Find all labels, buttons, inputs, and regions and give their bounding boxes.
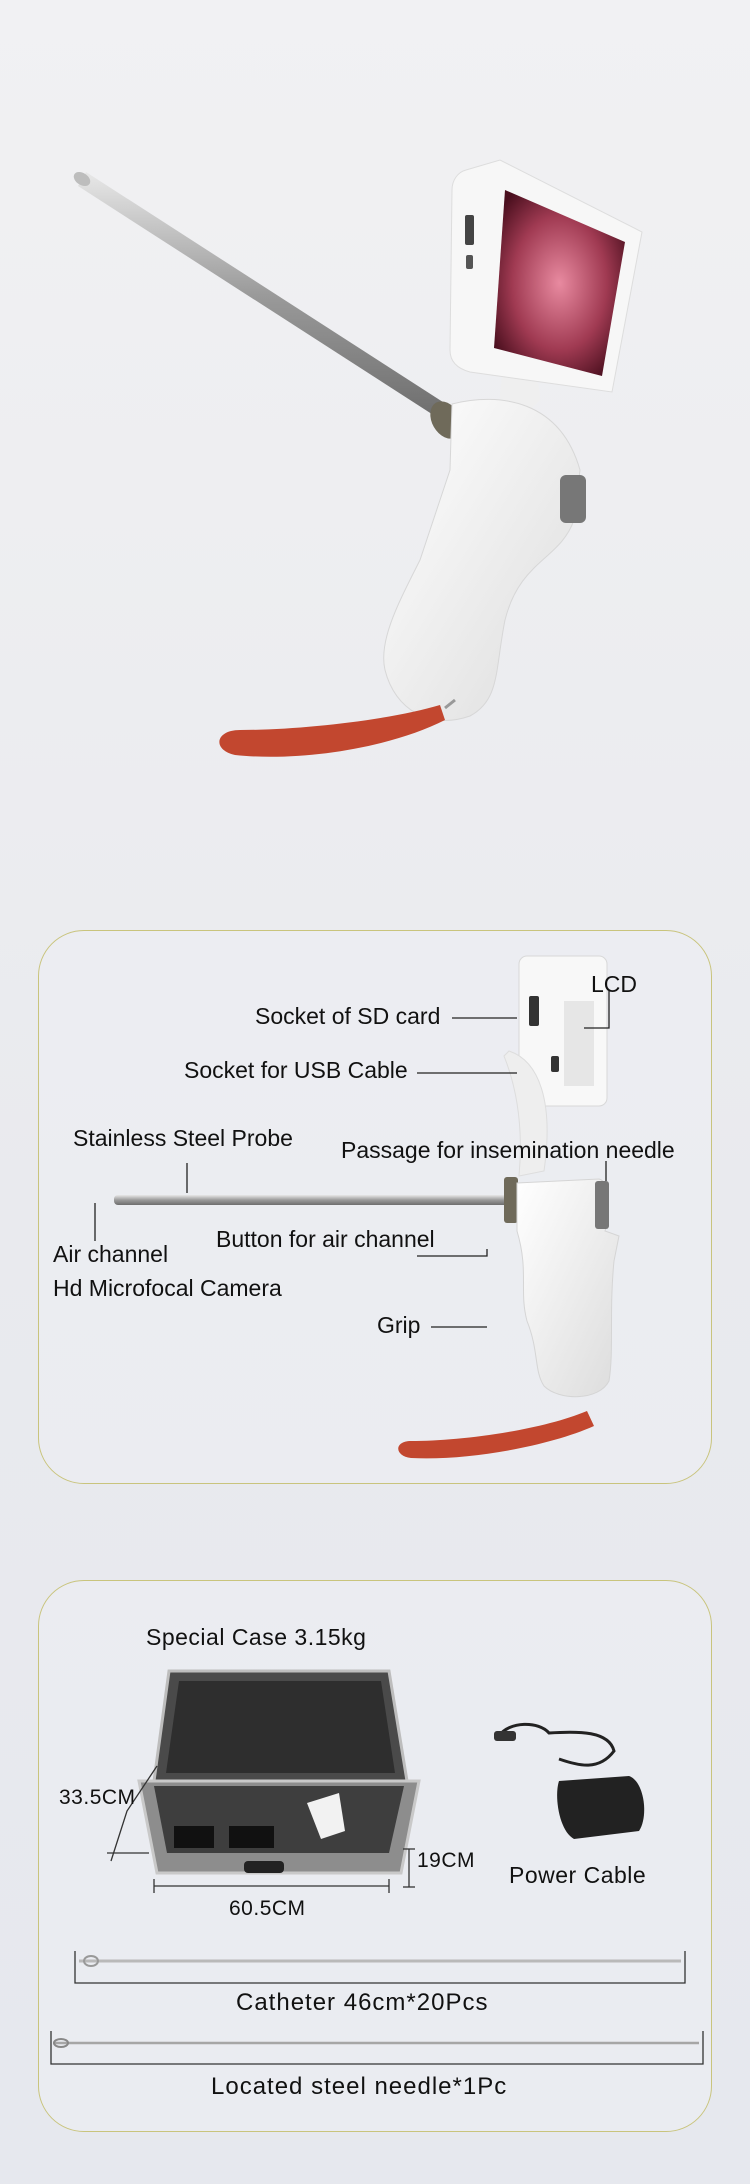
power-adapter-shape xyxy=(494,1722,645,1839)
leader-lines xyxy=(94,991,610,1328)
steel-needle-shape xyxy=(50,2031,704,2065)
lcd-monitor-shape xyxy=(449,159,643,393)
diagram-lcd-shape xyxy=(518,955,608,1107)
label-sd-socket: Socket of SD card xyxy=(255,1003,441,1029)
label-air-button: Button for air channel xyxy=(216,1226,435,1252)
package-contents-illustration xyxy=(50,1669,704,2065)
label-probe: Stainless Steel Probe xyxy=(73,1125,293,1151)
case-title: Special Case 3.15kg xyxy=(146,1624,367,1650)
insemination-gun-illustration xyxy=(73,159,643,757)
probe-shape xyxy=(73,171,446,418)
case-depth-label: 19CM xyxy=(417,1849,476,1872)
label-grip: Grip xyxy=(377,1312,421,1338)
dimension-lines xyxy=(107,1765,415,1893)
wrist-strap-shape xyxy=(219,698,456,757)
package-contents-card: Special Case 3.15kg 33.5CM 19CM 60.5CM P… xyxy=(38,1580,712,2132)
case-shape xyxy=(137,1669,421,1875)
label-air-channel: Air channel xyxy=(53,1241,169,1267)
needle-label: Located steel needle*1Pc xyxy=(211,2073,508,2100)
parts-diagram-card: LCD Socket of SD card Socket for USB Cab… xyxy=(38,930,712,1484)
case-height-label: 33.5CM xyxy=(59,1786,136,1809)
diagram-gun-body-shape xyxy=(504,1177,620,1398)
label-usb-socket: Socket for USB Cable xyxy=(184,1057,408,1083)
power-cable-label: Power Cable xyxy=(509,1862,647,1888)
diagram-strap-shape xyxy=(398,1411,594,1459)
label-camera: Hd Microfocal Camera xyxy=(53,1275,282,1301)
diagram-probe-shape xyxy=(114,1195,509,1205)
gun-body-shape xyxy=(383,398,586,721)
catheter-shape xyxy=(74,1951,686,1984)
hero-product-image xyxy=(0,0,750,880)
label-needle-passage: Passage for insemination needle xyxy=(341,1137,675,1163)
catheter-label: Catheter 46cm*20Pcs xyxy=(236,1989,489,2016)
label-lcd: LCD xyxy=(591,971,638,997)
case-width-label: 60.5CM xyxy=(229,1897,306,1920)
parts-diagram-illustration xyxy=(94,955,620,1459)
